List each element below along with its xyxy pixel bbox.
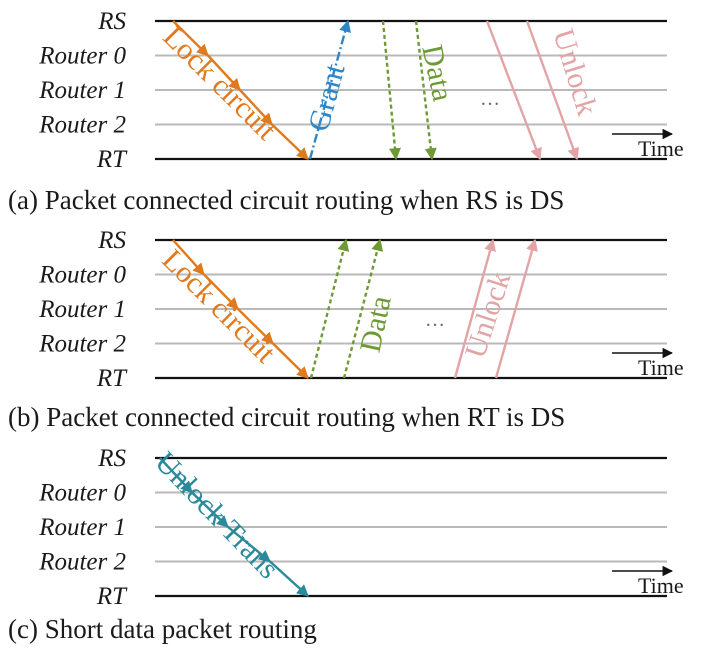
lock-arrow [272, 342, 309, 379]
data-arrow [414, 20, 437, 161]
panel-c: RS Router 0 Router 1 Router 2 RT Time Unlock T… [8, 445, 684, 644]
lock-arrow [207, 54, 241, 91]
row-label: Router 1 [38, 296, 126, 323]
panel-caption: (b) Packet connected circuit routing whe… [8, 402, 565, 432]
arrow-label: Unlock [459, 268, 518, 362]
lock-arrow [271, 123, 309, 160]
arrow-label: Data [415, 42, 459, 104]
unlock-arrow [453, 238, 496, 379]
lock-arrow [172, 239, 205, 276]
panel-caption: (a) Packet connected circuit routing whe… [8, 185, 564, 215]
arrow-label: Unlock [546, 25, 603, 119]
row-label: Router 0 [38, 262, 126, 289]
panel-caption: (c) Short data packet routing [8, 614, 317, 644]
row-label: RS [97, 445, 126, 472]
arrow-label: Lock circuit [156, 243, 283, 370]
data-arrow [309, 238, 350, 379]
row-label: Router 0 [38, 43, 126, 70]
lock-arrow [172, 20, 209, 57]
data-arrow [342, 238, 384, 379]
lock-arrow [237, 308, 274, 345]
unlock-trans-arrow [191, 491, 229, 528]
unlock-trans-arrow [269, 560, 309, 597]
unlock-arrow [525, 20, 579, 161]
row-label: Router 1 [38, 514, 126, 541]
row-label: Router 0 [38, 480, 126, 507]
row-label: Router 2 [38, 549, 126, 576]
row-label: RT [96, 365, 128, 392]
unlock-arrow [494, 238, 538, 379]
ellipsis: … [425, 309, 445, 331]
row-label: RT [96, 146, 128, 173]
row-label: RT [96, 583, 128, 610]
lock-arrow [239, 89, 273, 126]
unlock-arrow [485, 20, 542, 161]
unlock-trans-arrow [159, 457, 193, 494]
row-label: Router 2 [38, 331, 126, 358]
row-label: Router 1 [38, 77, 126, 104]
row-label: RS [97, 8, 126, 35]
arrow-label: Unlock Trans [149, 445, 286, 585]
time-label: Time [638, 355, 684, 380]
time-label: Time [638, 136, 684, 161]
row-label: Router 2 [38, 112, 126, 139]
arrow-label: Lock circuit [157, 20, 284, 147]
lock-arrow [203, 273, 239, 310]
arrow-label: Data [354, 293, 398, 355]
unlock-trans-arrow [227, 526, 271, 563]
grant-arrow [308, 19, 351, 160]
time-label: Time [638, 573, 684, 598]
data-arrow [381, 20, 401, 161]
ellipsis: … [480, 88, 500, 110]
panel-a: RS Router 0 Router 1 Router 2 RT Time Lock cir… [8, 8, 684, 215]
panel-b: RS Router 0 Router 1 Router 2 RT Time Lock cir… [8, 227, 684, 432]
row-label: RS [97, 227, 126, 254]
